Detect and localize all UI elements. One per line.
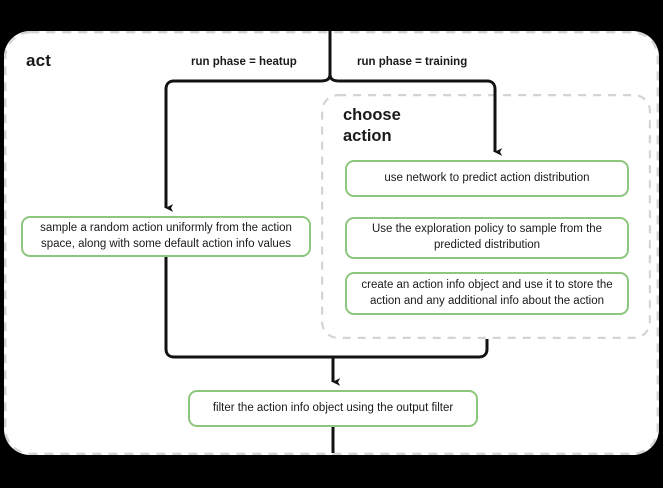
node-exploration-policy[interactable]: Use the exploration policy to sample fro… — [345, 217, 629, 259]
node-use-network-predict[interactable]: use network to predict action distributi… — [345, 160, 629, 197]
node-filter-output[interactable]: filter the action info object using the … — [188, 390, 478, 427]
choose-action-title-line-2: action — [343, 127, 392, 146]
edge-label-heatup: run phase = heatup — [191, 56, 297, 68]
choose-action-title-line-1: choose — [343, 106, 401, 124]
node-create-action-info[interactable]: create an action info object and use it … — [345, 272, 629, 315]
edge-label-training: run phase = training — [357, 56, 468, 68]
node-sample-random-action[interactable]: sample a random action uniformly from th… — [21, 216, 311, 257]
choose-action-group-title: choose action — [343, 105, 493, 147]
act-group-title: act — [26, 51, 52, 70]
